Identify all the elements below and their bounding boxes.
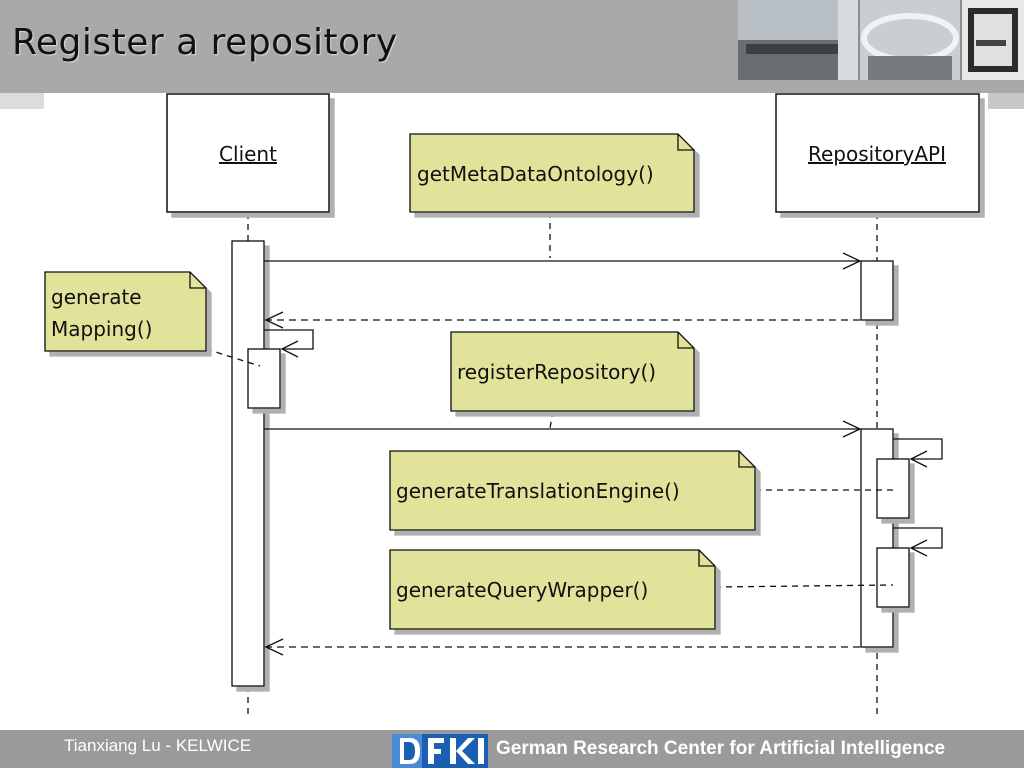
header-tab-left [0, 93, 44, 109]
connector-query-wrapper [714, 584, 894, 588]
dfki-logo [392, 734, 488, 768]
note-query-wrapper: generateQueryWrapper() [389, 549, 716, 630]
connector-generate-mapping [205, 348, 261, 367]
note-translation-engine-text: generateTranslationEngine() [396, 479, 680, 503]
note-get-metadata: getMetaDataOntology() [409, 133, 695, 213]
client-label: Client [219, 142, 277, 166]
note-generate-mapping: generate Mapping() [44, 271, 207, 352]
note-generate-mapping-line1: generate [51, 285, 142, 309]
client-self-activation [247, 348, 281, 409]
note-register-repository: registerRepository() [450, 331, 695, 412]
footer-author: Tianxiang Lu - KELWICE [64, 736, 252, 755]
self-message-translation-engine [893, 438, 943, 468]
message-register-repository [264, 420, 862, 438]
note-get-metadata-text: getMetaDataOntology() [417, 162, 654, 186]
header-tab-right [988, 93, 1024, 109]
note-query-wrapper-text: generateQueryWrapper() [396, 578, 648, 602]
connector-register-repository [549, 410, 554, 429]
slide-footer [0, 730, 1024, 768]
note-generate-mapping-line2: Mapping() [51, 317, 152, 341]
api-activation-1 [860, 260, 894, 321]
note-register-repository-text: registerRepository() [457, 360, 656, 384]
self-message-generate-mapping [264, 329, 314, 358]
return-register-repository [264, 638, 860, 656]
api-self-activation-2 [876, 547, 910, 608]
return-get-metadata [264, 311, 860, 329]
repository-api-participant: RepositoryAPI [775, 93, 980, 213]
footer-organization: German Research Center for Artificial In… [496, 738, 946, 759]
repository-api-label: RepositoryAPI [808, 142, 946, 166]
slide-title: Register a repository [12, 22, 398, 63]
client-participant: Client [166, 93, 330, 213]
client-activation [231, 240, 265, 687]
sequence-diagram: Client RepositoryAPI [44, 93, 980, 718]
note-translation-engine: generateTranslationEngine() [389, 450, 756, 531]
message-get-metadata [264, 252, 862, 270]
building-photos [738, 0, 1024, 80]
api-self-activation-1 [876, 458, 910, 519]
self-message-query-wrapper [893, 527, 943, 557]
